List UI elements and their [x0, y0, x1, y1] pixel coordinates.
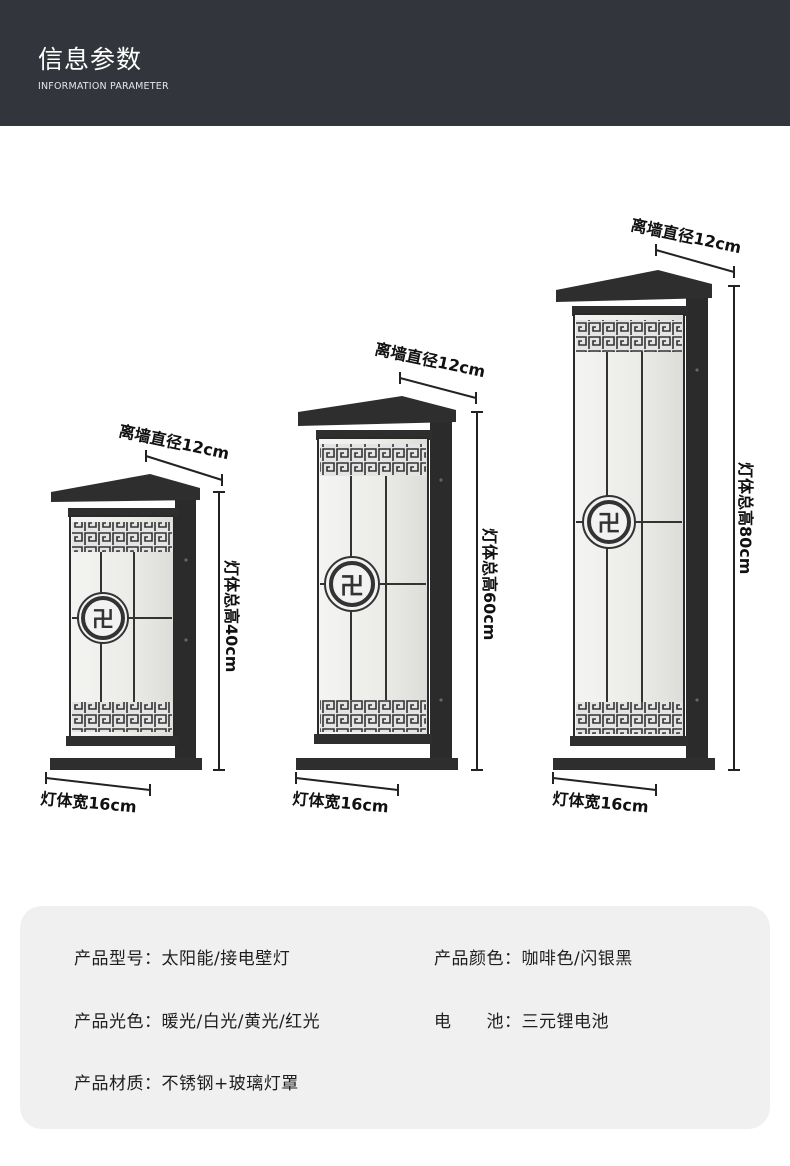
- lamp-80cm: 卍: [552, 244, 740, 796]
- svg-text:卍: 卍: [92, 608, 114, 633]
- lamp1-width-label: 灯体宽16cm: [40, 789, 138, 816]
- lamp3-height-label: 灯体总高80cm: [736, 462, 755, 574]
- lamp2-height-label: 灯体总高60cm: [480, 528, 499, 640]
- svg-text:卍: 卍: [340, 572, 364, 600]
- spec-material: 产品材质：不锈钢+玻璃灯罩: [74, 1074, 299, 1094]
- page-title: 信息参数: [38, 45, 143, 74]
- spec-color: 产品颜色：咖啡色/闪银黑: [434, 949, 633, 969]
- lamp2-width-label: 灯体宽16cm: [292, 789, 390, 816]
- lamp2-depth-label: 离墙直径12cm: [373, 339, 487, 381]
- lamp-40cm: 卍: [45, 450, 225, 796]
- lamp3-depth-label: 离墙直径12cm: [629, 215, 743, 257]
- lamp3-width-label: 灯体宽16cm: [552, 789, 650, 816]
- svg-text:卍: 卍: [598, 511, 621, 537]
- lamp-60cm: 卍: [295, 372, 483, 796]
- page-header: 信息参数 INFORMATION PARAMETER: [0, 0, 790, 126]
- lamp1-height-label: 灯体总高40cm: [222, 560, 241, 672]
- lamp1-depth-label: 离墙直径12cm: [117, 421, 231, 463]
- product-illustration: 卍 卍: [0, 126, 790, 896]
- spec-light-color: 产品光色：暖光/白光/黄光/红光: [74, 1012, 321, 1032]
- spec-battery: 电 池：三元锂电池: [434, 1012, 609, 1032]
- page-subtitle: INFORMATION PARAMETER: [38, 81, 169, 92]
- spec-panel: 产品型号：太阳能/接电壁灯 产品颜色：咖啡色/闪银黑 产品光色：暖光/白光/黄光…: [20, 906, 770, 1129]
- spec-model: 产品型号：太阳能/接电壁灯: [74, 949, 291, 969]
